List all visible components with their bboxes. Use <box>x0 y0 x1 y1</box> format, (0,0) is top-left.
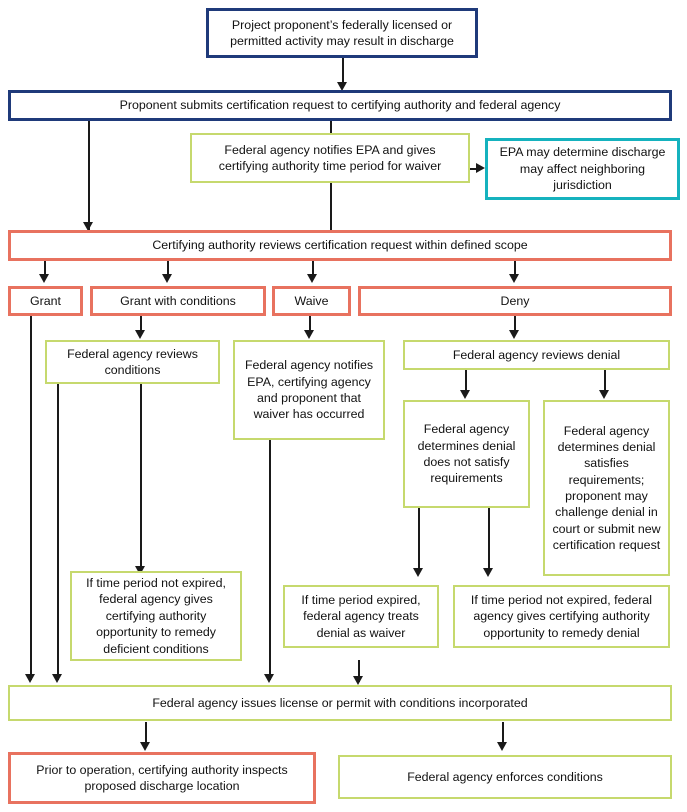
node-prior-to-operation-inspects[interactable]: Prior to operation, certifying authority… <box>8 752 316 804</box>
edge-submit-to-review-left <box>88 120 90 230</box>
edge-review-conditions-to-issue-license <box>57 383 59 680</box>
edge-issue-license-to-inspect <box>145 722 147 745</box>
node-remedy-denial[interactable]: If time period not expired, federal agen… <box>453 585 670 648</box>
node-grant[interactable]: Grant <box>8 286 83 316</box>
node-denial-satisfies-requirements[interactable]: Federal agency determines denial satisfi… <box>543 400 670 576</box>
edge-review-to-grant-conditions <box>167 260 169 277</box>
edge-review-denial-to-not-satisfy <box>465 370 467 394</box>
edge-grant-conditions-to-review-conditions <box>140 315 142 333</box>
arrowhead-review-denial-to-not-satisfy <box>460 390 470 399</box>
arrowhead-review-to-grant <box>39 274 49 283</box>
arrowhead-deny-to-review-denial <box>509 330 519 339</box>
node-start[interactable]: Project proponent’s federally licensed o… <box>206 8 478 58</box>
arrowhead-waive-to-notify-waiver <box>304 330 314 339</box>
arrowhead-grant-conditions-to-review-conditions <box>135 330 145 339</box>
node-federal-agency-reviews-denial[interactable]: Federal agency reviews denial <box>403 340 670 370</box>
edge-expired-waiver-to-issue-license <box>358 660 360 682</box>
arrowhead-issue-license-to-inspect <box>140 742 150 751</box>
node-waive[interactable]: Waive <box>272 286 351 316</box>
edge-start-to-submit <box>342 57 344 85</box>
edge-notify-waiver-to-issue-license <box>269 440 271 680</box>
node-issue-license-or-permit[interactable]: Federal agency issues license or permit … <box>8 685 672 721</box>
edge-not-satisfy-to-expired-waiver <box>418 508 420 571</box>
arrowhead-review-to-waive <box>307 274 317 283</box>
edge-notify-epa-to-review <box>330 182 332 230</box>
node-epa-may-determine[interactable]: EPA may determine discharge may affect n… <box>485 138 680 200</box>
edge-review-to-waive <box>312 260 314 277</box>
edge-not-satisfy-to-remedy-denial <box>488 508 490 571</box>
arrowhead-not-satisfy-to-remedy-denial <box>483 568 493 577</box>
edge-submit-to-notify-epa <box>330 120 332 133</box>
arrowhead-not-satisfy-to-expired-waiver <box>413 568 423 577</box>
edge-issue-license-to-enforce <box>502 722 504 745</box>
edge-deny-to-review-denial <box>514 315 516 333</box>
node-federal-agency-notifies-waiver[interactable]: Federal agency notifies EPA, certifying … <box>233 340 385 440</box>
edge-grant-to-issue-license <box>30 315 32 680</box>
edge-review-conditions-to-remedy <box>140 383 142 569</box>
edge-review-to-deny <box>514 260 516 277</box>
arrowhead-grant-to-issue-license <box>25 674 35 683</box>
node-federal-agency-notifies-epa[interactable]: Federal agency notifies EPA and gives ce… <box>190 133 470 183</box>
arrowhead-review-to-grant-conditions <box>162 274 172 283</box>
arrowhead-issue-license-to-enforce <box>497 742 507 751</box>
arrowhead-notify-epa-to-epa-determine <box>476 163 485 173</box>
arrowhead-submit-to-review-left <box>83 222 93 231</box>
node-denial-does-not-satisfy[interactable]: Federal agency determines denial does no… <box>403 400 530 508</box>
arrowhead-review-conditions-to-remedy <box>135 566 145 575</box>
edge-review-denial-to-satisfies <box>604 370 606 394</box>
node-federal-agency-reviews-conditions[interactable]: Federal agency reviews conditions <box>45 340 220 384</box>
node-certifying-authority-reviews-request[interactable]: Certifying authority reviews certificati… <box>8 230 672 261</box>
node-submit-certification-request[interactable]: Proponent submits certification request … <box>8 90 672 121</box>
arrowhead-review-denial-to-satisfies <box>599 390 609 399</box>
node-time-period-expired-waiver[interactable]: If time period expired, federal agency t… <box>283 585 439 648</box>
node-federal-agency-enforces-conditions[interactable]: Federal agency enforces conditions <box>338 755 672 799</box>
arrowhead-review-conditions-to-issue-license <box>52 674 62 683</box>
edge-waive-to-notify-waiver <box>309 315 311 333</box>
arrowhead-notify-waiver-to-issue-license <box>264 674 274 683</box>
arrowhead-start-to-submit <box>337 82 347 91</box>
node-remedy-deficient-conditions[interactable]: If time period not expired, federal agen… <box>70 571 242 661</box>
edge-notify-epa-to-epa-determine <box>470 168 478 170</box>
arrowhead-review-to-deny <box>509 274 519 283</box>
arrowhead-expired-waiver-to-issue-license <box>353 676 363 685</box>
node-grant-with-conditions[interactable]: Grant with conditions <box>90 286 266 316</box>
node-deny[interactable]: Deny <box>358 286 672 316</box>
edge-review-to-grant <box>44 260 46 277</box>
